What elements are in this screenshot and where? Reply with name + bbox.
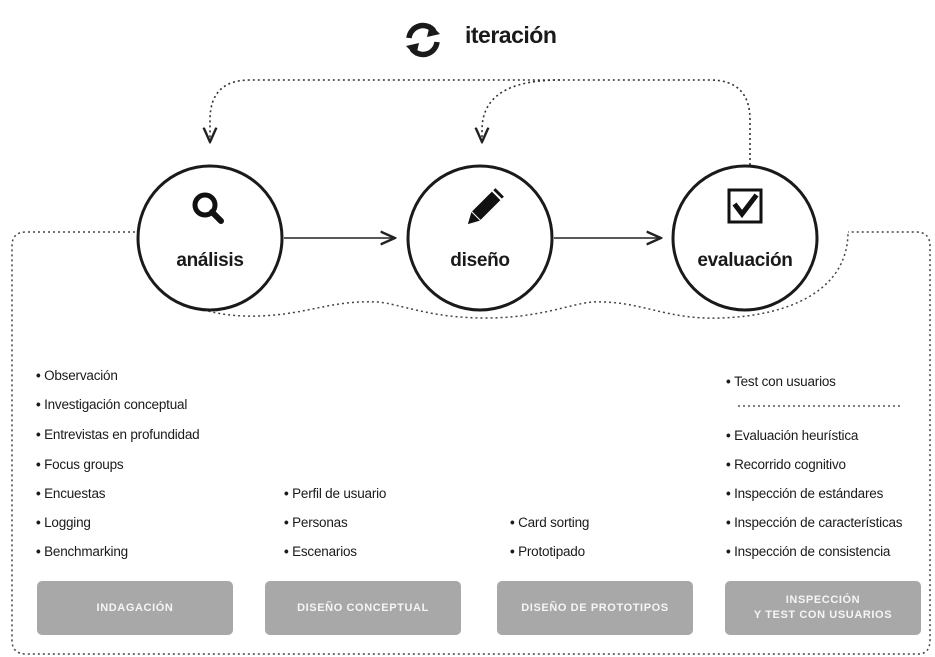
stage-circle-evaluacion [671, 164, 819, 312]
category-label-line2: Y TEST CON USUARIOS [753, 609, 893, 621]
stage-circle-diseno [406, 164, 554, 312]
category-box-inspeccion: INSPECCIÓN Y TEST CON USUARIOS [725, 581, 921, 635]
list-item: Test con usuarios [726, 374, 836, 389]
category-label: DISEÑO CONCEPTUAL [297, 601, 429, 614]
category-label: DISEÑO DE PROTOTIPOS [521, 601, 669, 614]
category-label-line1: INSPECCIÓN [785, 594, 861, 606]
list-item: Card sorting [510, 515, 589, 530]
list-item: Recorrido cognitivo [726, 457, 846, 472]
list-item: Observación [36, 368, 118, 383]
category-box-indagacion: INDAGACIÓN [37, 581, 233, 635]
pencil-icon [467, 188, 504, 225]
category-box-diseno-prototipos: DISEÑO DE PROTOTIPOS [497, 581, 693, 635]
list-item: Logging [36, 515, 91, 530]
list-item: Inspección de estándares [726, 486, 883, 501]
category-box-diseno-conceptual: DISEÑO CONCEPTUAL [265, 581, 461, 635]
stage-label-evaluacion: evaluación [697, 250, 793, 271]
iteration-icon [406, 22, 440, 58]
list-item: Prototipado [510, 544, 585, 559]
stage-label-diseno: diseño [450, 250, 510, 271]
list-item: Benchmarking [36, 544, 128, 559]
feedback-branch-line [482, 79, 561, 142]
list-item: Inspección de características [726, 515, 902, 530]
magnifier-icon [192, 192, 224, 224]
list-item: Investigación conceptual [36, 397, 187, 412]
stage-circle-analisis [136, 164, 284, 312]
category-label: INDAGACIÓN [96, 601, 174, 614]
list-item: Focus groups [36, 457, 124, 472]
list-item: Inspección de consistencia [726, 544, 890, 559]
stage-label-analisis: análisis [176, 250, 244, 271]
list-item: Perfil de usuario [284, 486, 386, 501]
list-item: Evaluación heurística [726, 428, 858, 443]
list-item: Entrevistas en profundidad [36, 427, 200, 442]
iteration-title: iteración [465, 22, 557, 48]
list-item: Personas [284, 515, 348, 530]
list-item: Escenarios [284, 544, 357, 559]
list-item: Encuestas [36, 486, 105, 501]
checkbox-icon [727, 188, 763, 224]
feedback-loop-line [210, 79, 751, 170]
